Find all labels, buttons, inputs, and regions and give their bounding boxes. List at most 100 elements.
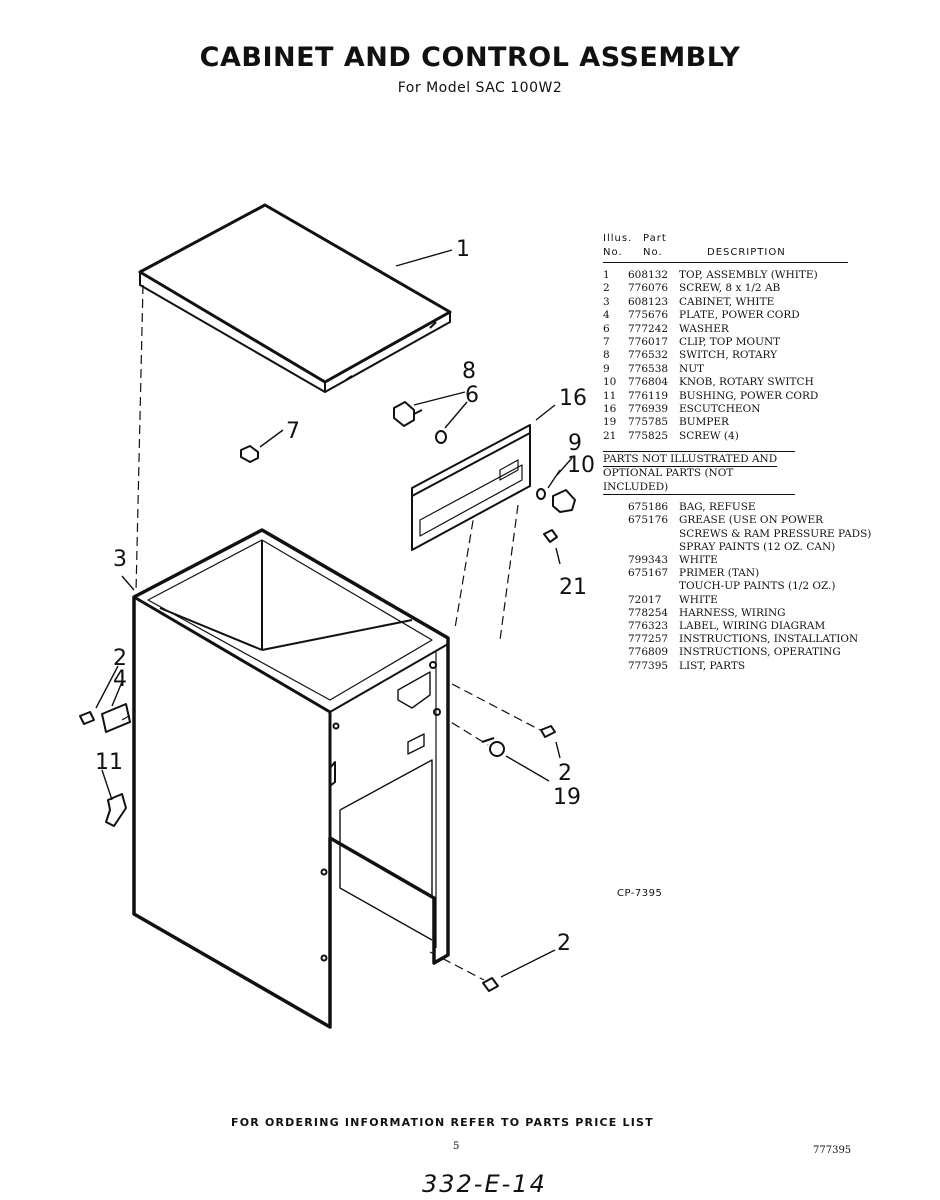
optional-description: INSTRUCTIONS, OPERATING bbox=[679, 646, 841, 659]
optional-description: BAG, REFUSE bbox=[679, 501, 756, 514]
optional-part: 777257 bbox=[628, 633, 669, 646]
table-row: 6 777242 WASHER bbox=[603, 323, 848, 336]
part-description: ESCUTCHEON bbox=[679, 402, 761, 415]
optional-parts-heading: PARTS NOT ILLUSTRATED AND OPTIONAL PARTS… bbox=[603, 451, 795, 496]
drawing-code: CP-7395 bbox=[617, 888, 663, 899]
part-description: KNOB, ROTARY SWITCH bbox=[679, 376, 814, 389]
part-illus: 2 bbox=[603, 282, 610, 295]
part-illus: 4 bbox=[603, 309, 610, 322]
header-illus: Illus. bbox=[603, 233, 633, 244]
optional-row: 675176 GREASE (USE ON POWER bbox=[603, 514, 848, 527]
optional-part: 799343 bbox=[628, 554, 669, 567]
part-description: WASHER bbox=[679, 322, 729, 335]
optional-heading-line-2: OPTIONAL PARTS (NOT INCLUDED) bbox=[603, 467, 795, 496]
callout-11: 11 bbox=[95, 750, 123, 775]
part-description: CLIP, TOP MOUNT bbox=[679, 335, 781, 348]
part-part: 776939 bbox=[628, 402, 669, 415]
part-description: NUT bbox=[679, 362, 705, 375]
optional-heading-line-1: PARTS NOT ILLUSTRATED AND bbox=[603, 453, 778, 468]
header-part-no: No. bbox=[643, 247, 663, 258]
optional-description: SPRAY PAINTS (12 OZ. CAN) bbox=[679, 540, 836, 553]
callout-1: 1 bbox=[456, 237, 470, 262]
part-part: 775825 bbox=[628, 429, 669, 442]
callout-10: 10 bbox=[567, 453, 595, 478]
optional-row: SPRAY PAINTS (12 OZ. CAN) bbox=[603, 541, 848, 554]
part-description: SCREW, 8 x 1/2 AB bbox=[679, 282, 781, 295]
optional-description: WHITE bbox=[679, 554, 718, 567]
part-part: 608123 bbox=[628, 295, 669, 308]
part-description: CABINET, WHITE bbox=[679, 295, 775, 308]
part-description: SCREW (4) bbox=[679, 429, 739, 442]
part-illus: 21 bbox=[603, 429, 617, 442]
part-illus: 19 bbox=[603, 416, 617, 429]
callout-4: 4 bbox=[113, 667, 127, 692]
callout-9: 9 bbox=[568, 431, 582, 456]
escutcheon-part bbox=[411, 424, 531, 551]
part-part: 775676 bbox=[628, 309, 669, 322]
optional-part: 72017 bbox=[628, 593, 662, 606]
optional-description: TOUCH-UP PAINTS (1/2 OZ.) bbox=[679, 580, 836, 593]
part-illus: 8 bbox=[603, 349, 610, 362]
optional-row: TOUCH-UP PAINTS (1/2 OZ.) bbox=[603, 580, 848, 593]
optional-part: 675176 bbox=[628, 514, 669, 527]
table-row: 9 776538 NUT bbox=[603, 363, 848, 376]
part-illus: 6 bbox=[603, 322, 610, 335]
part-illus: 10 bbox=[603, 376, 617, 389]
cabinet-part bbox=[132, 528, 450, 1029]
top-assembly-part bbox=[138, 203, 452, 393]
optional-description: INSTRUCTIONS, INSTALLATION bbox=[679, 633, 859, 646]
callout-6: 6 bbox=[465, 383, 479, 408]
part-description: BUSHING, POWER CORD bbox=[679, 389, 819, 402]
optional-description: GREASE (USE ON POWER bbox=[679, 514, 824, 527]
part-part: 775785 bbox=[628, 416, 669, 429]
callout-3: 3 bbox=[113, 547, 127, 572]
optional-parts-list: 675186 BAG, REFUSE 675176 GREASE (USE ON PO… bbox=[603, 501, 871, 673]
part-illus: 16 bbox=[603, 402, 617, 415]
callout-2-right: 2 bbox=[558, 761, 572, 786]
optional-row: 777257 INSTRUCTIONS, INSTALLATION bbox=[603, 633, 858, 646]
part-part: 777242 bbox=[628, 322, 669, 335]
optional-row: 675186 BAG, REFUSE bbox=[603, 501, 848, 514]
optional-row: 799343 WHITE bbox=[603, 554, 848, 567]
part-part: 776017 bbox=[628, 335, 669, 348]
callout-19: 19 bbox=[553, 785, 581, 810]
part-illus: 9 bbox=[603, 362, 610, 375]
table-row: 16 776939 ESCUTCHEON bbox=[603, 403, 848, 416]
optional-part: 778254 bbox=[628, 606, 669, 619]
page-title: CABINET AND CONTROL ASSEMBLY bbox=[199, 42, 741, 73]
header-part: Part bbox=[643, 233, 667, 244]
optional-description: SCREWS & RAM PRESSURE PADS) bbox=[679, 527, 872, 540]
part-description: PLATE, POWER CORD bbox=[679, 309, 800, 322]
header-description: DESCRIPTION bbox=[707, 247, 786, 258]
part-part: 776532 bbox=[628, 349, 669, 362]
page-number: 5 bbox=[453, 1141, 460, 1152]
model-subtitle: For Model SAC 100W2 bbox=[397, 80, 563, 96]
part-part: 776538 bbox=[628, 362, 669, 375]
optional-part: 776323 bbox=[628, 619, 669, 632]
callout-7: 7 bbox=[286, 419, 300, 444]
ordering-note: FOR ORDERING INFORMATION REFER TO PARTS … bbox=[231, 1116, 654, 1129]
table-row: 21 775825 SCREW (4) bbox=[603, 430, 848, 443]
table-row: 4 775676 PLATE, POWER CORD bbox=[603, 309, 848, 322]
optional-part: 675186 bbox=[628, 501, 669, 514]
part-part: 608132 bbox=[628, 269, 669, 281]
optional-row: SCREWS & RAM PRESSURE PADS) bbox=[603, 528, 871, 541]
callout-2-left: 2 bbox=[113, 646, 127, 671]
parts-table-header: Illus. No. Part No. DESCRIPTION bbox=[603, 232, 848, 263]
header-illus-no: No. bbox=[603, 247, 623, 258]
optional-part: 777395 bbox=[628, 659, 669, 672]
